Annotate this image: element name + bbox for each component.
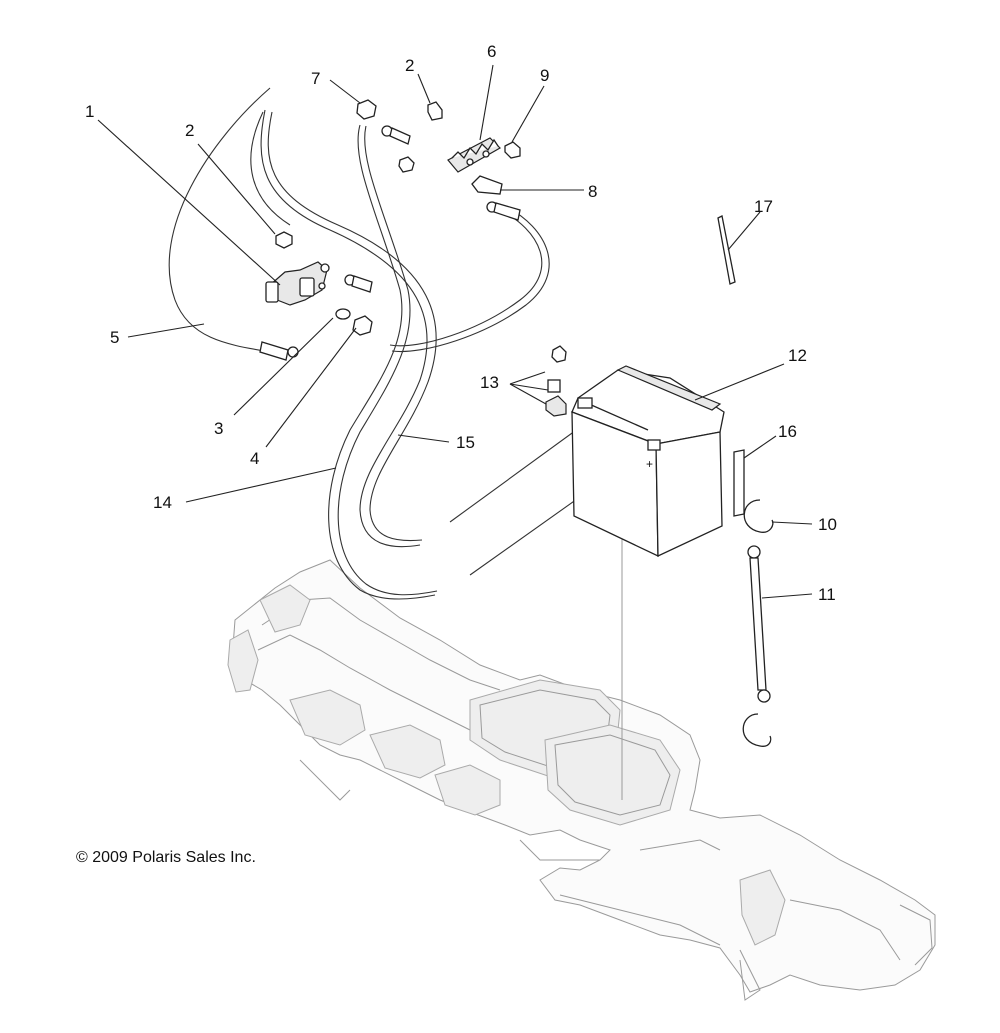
callout-2-left: 2 <box>185 121 194 140</box>
terminal-block-part-6 <box>447 137 501 173</box>
ring-terminal-right <box>486 201 521 221</box>
bolt-left-lower <box>398 156 415 173</box>
callout-1: 1 <box>85 102 94 121</box>
bracket-part-8 <box>471 175 503 195</box>
callout-12: 12 <box>788 346 807 365</box>
bolt-part-2-left <box>275 231 293 249</box>
chassis-frame <box>227 559 936 1001</box>
nut-part-7 <box>356 99 377 120</box>
hook-part-10-lower <box>742 713 772 747</box>
cables <box>168 87 626 800</box>
callout-labels: 1 2 2 3 4 5 6 7 8 9 10 11 12 13 14 15 16… <box>85 42 837 604</box>
callout-9: 9 <box>540 66 549 85</box>
hardware-part-13 <box>545 345 567 417</box>
hook-part-10 <box>743 499 774 533</box>
callout-6: 6 <box>487 42 496 61</box>
cable-5-upper <box>168 87 271 353</box>
callout-10: 10 <box>818 515 837 534</box>
callout-3: 3 <box>214 419 223 438</box>
callout-11: 11 <box>818 585 836 604</box>
ring-terminal-upper <box>381 125 411 145</box>
battery-part-12: + <box>571 365 725 558</box>
ring-terminal-mid <box>344 274 373 293</box>
cable-5-lower <box>250 111 291 226</box>
callout-13: 13 <box>480 373 499 392</box>
callout-4: 4 <box>250 449 259 468</box>
strap-part-11 <box>747 545 771 703</box>
bolt-part-9 <box>504 141 521 159</box>
callout-14: 14 <box>153 493 172 512</box>
callout-2-top: 2 <box>405 56 414 75</box>
callout-8: 8 <box>588 182 597 201</box>
relay-part-1 <box>265 261 330 306</box>
terminal-part-5 <box>259 341 299 361</box>
nut-part-4 <box>352 315 373 336</box>
bolt-part-2-top <box>427 101 443 121</box>
tube-part-16 <box>733 449 745 517</box>
battery-plus-sign: + <box>646 457 653 471</box>
leader-lines <box>97 64 813 599</box>
washer-part-3 <box>335 308 351 320</box>
callout-15: 15 <box>456 433 475 452</box>
callout-17: 17 <box>754 197 773 216</box>
callout-16: 16 <box>778 422 797 441</box>
callout-5: 5 <box>110 328 119 347</box>
callout-7: 7 <box>311 69 320 88</box>
copyright-notice: © 2009 Polaris Sales Inc. <box>76 849 256 866</box>
tie-strap-part-17 <box>717 215 736 285</box>
